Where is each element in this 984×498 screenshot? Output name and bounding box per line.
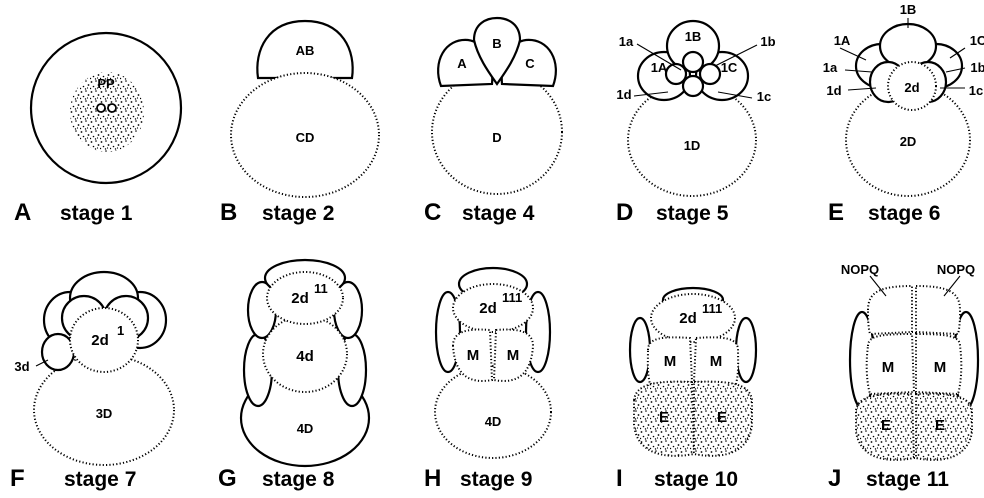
panel-letter-b: B: [220, 199, 237, 226]
label-1A: 1A: [651, 60, 668, 75]
label-d: D: [492, 130, 501, 145]
pronucleus-left: [97, 104, 105, 112]
micromere-1b: [700, 64, 720, 84]
label-1C: 1C: [721, 60, 738, 75]
pronucleus-right: [108, 104, 116, 112]
panel-a: PP A stage 1: [14, 33, 181, 226]
cell-3d: [42, 334, 74, 370]
panel-h: 2d 111 M M 4D H stage 9: [424, 268, 551, 492]
label-2d-superscript-f: 1: [117, 323, 124, 338]
label-2d-superscript-h: 111: [502, 290, 522, 305]
panel-letter-i: I: [616, 465, 623, 492]
label-1b: 1b: [760, 34, 775, 49]
panel-j: NOPQ NOPQ M M E E J stage 11: [828, 262, 978, 492]
label-2d-e: 2d: [904, 80, 919, 95]
label-3d: 3d: [14, 359, 29, 374]
label-c: C: [525, 56, 535, 71]
label-1d: 1d: [616, 87, 631, 102]
label-1C-e: 1C: [970, 33, 984, 48]
label-m-right-j: M: [934, 359, 947, 376]
label-1B: 1B: [685, 29, 702, 44]
caption-stage-5: stage 5: [656, 202, 729, 225]
label-nopq-right: NOPQ: [937, 262, 975, 277]
label-m-left-h: M: [467, 347, 480, 364]
panel-i: 2d 111 M M E E I stage 10: [616, 288, 756, 492]
label-1A-e: 1A: [834, 33, 851, 48]
panel-e: 1B 1A 1C 1a 1b 1d 2d 1c 2D E stage 6: [823, 2, 984, 226]
label-4D-h: 4D: [485, 414, 502, 429]
label-ab: AB: [296, 43, 315, 58]
label-1c: 1c: [757, 89, 771, 104]
caption-stage-6: stage 6: [868, 202, 940, 225]
cell-nopq-right: [916, 286, 960, 334]
label-m-right-i: M: [710, 353, 723, 370]
caption-stage-7: stage 7: [64, 468, 136, 491]
label-2d-f: 2d: [91, 332, 109, 349]
panel-letter-c: C: [424, 199, 441, 226]
label-1a: 1a: [619, 34, 634, 49]
label-m-right-h: M: [507, 347, 520, 364]
panel-letter-d: D: [616, 199, 633, 226]
cell-nopq-left: [868, 286, 912, 334]
label-nopq-left: NOPQ: [841, 262, 879, 277]
label-1a-e: 1a: [823, 60, 838, 75]
label-1B-e: 1B: [900, 2, 917, 17]
caption-stage-2: stage 2: [262, 202, 334, 225]
label-3D: 3D: [96, 406, 113, 421]
label-e-left-j: E: [881, 417, 891, 434]
panel-d: 1a 1B 1b 1A 1C 1d 1c 1D D stage 5: [616, 21, 776, 226]
label-m-left-i: M: [664, 353, 677, 370]
caption-stage-9: stage 9: [460, 468, 532, 491]
micromere-1b-top: [683, 52, 703, 72]
label-a: A: [457, 56, 467, 71]
label-1b-e: 1b: [970, 60, 984, 75]
panel-letter-f: F: [10, 465, 25, 492]
label-1D: 1D: [684, 138, 701, 153]
label-pp: PP: [97, 76, 115, 91]
caption-stage-8: stage 8: [262, 468, 335, 491]
label-2d-h: 2d: [479, 300, 497, 317]
panel-letter-g: G: [218, 465, 237, 492]
label-1c-e: 1c: [969, 83, 983, 98]
label-2d-g: 2d: [291, 290, 309, 307]
panel-letter-a: A: [14, 199, 31, 226]
label-2d-superscript-i: 111: [702, 301, 722, 316]
micromere-1d: [683, 76, 703, 96]
label-e-right-j: E: [935, 417, 945, 434]
label-e-right-i: E: [717, 409, 727, 426]
panel-b: AB CD B stage 2: [220, 21, 379, 226]
label-m-left-j: M: [882, 359, 895, 376]
panel-letter-j: J: [828, 465, 841, 492]
label-cd: CD: [296, 130, 315, 145]
caption-stage-11: stage 11: [866, 468, 949, 491]
label-2d-i: 2d: [679, 310, 697, 327]
panel-letter-h: H: [424, 465, 441, 492]
panel-g: 2d 11 4d 4D G stage 8: [218, 260, 369, 492]
panel-c: A B C D C stage 4: [424, 18, 562, 226]
label-4D-g: 4D: [297, 421, 314, 436]
caption-stage-10: stage 10: [654, 468, 738, 491]
label-4d: 4d: [296, 348, 314, 365]
panel-letter-e: E: [828, 199, 844, 226]
label-2d-superscript-g: 11: [314, 281, 328, 296]
label-2D: 2D: [900, 134, 917, 149]
caption-stage-1: stage 1: [60, 202, 133, 225]
label-e-left-i: E: [659, 409, 669, 426]
caption-stage-4: stage 4: [462, 202, 535, 225]
label-1d-e: 1d: [826, 83, 841, 98]
label-b: B: [492, 36, 501, 51]
cell-4D-h: [435, 366, 551, 458]
panel-f: 2d 1 3d 3D F stage 7: [10, 272, 174, 492]
